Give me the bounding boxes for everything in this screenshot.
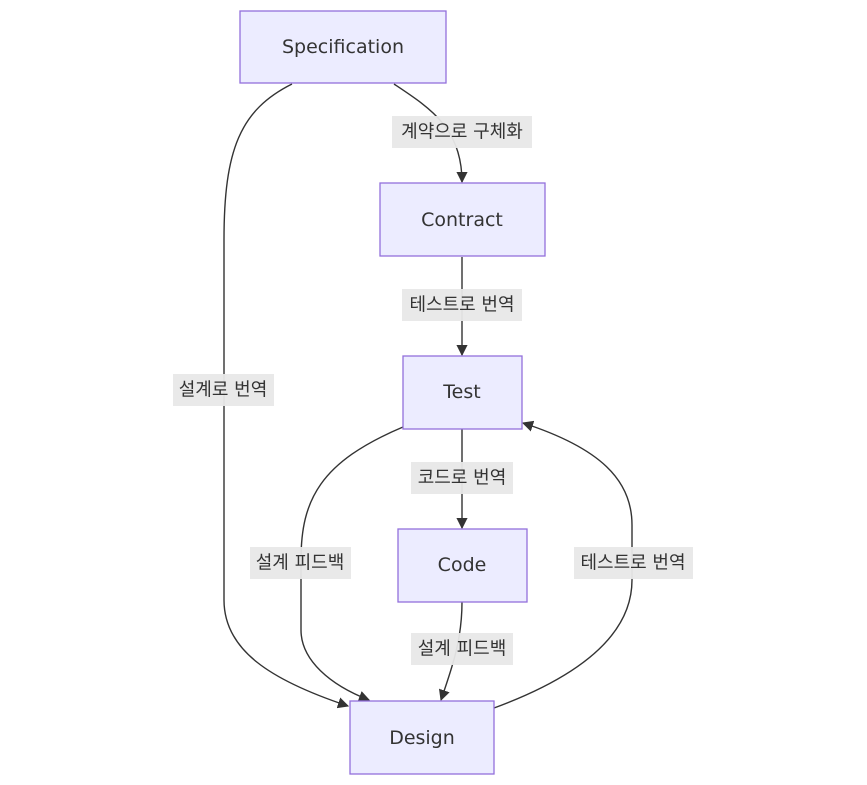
node-test: Test — [402, 355, 523, 430]
edge-label-spec-to-contract: 계약으로 구체화 — [392, 116, 532, 148]
edge-label-design-to-test: 테스트로 번역 — [574, 547, 693, 579]
edge-label-test-to-code: 코드로 번역 — [411, 462, 513, 494]
svg-text:설계로 번역: 설계로 번역 — [179, 380, 268, 401]
svg-text:Contract: Contract — [421, 209, 503, 231]
edge-label-spec-to-design: 설계로 번역 — [173, 374, 274, 406]
node-specification: Specification — [239, 10, 447, 84]
svg-text:Specification: Specification — [282, 36, 404, 58]
edge-label-test-to-design: 설계 피드백 — [250, 547, 351, 579]
edge-spec-to-design — [223, 83, 350, 709]
edge-design-to-test — [493, 420, 633, 709]
node-design: Design — [349, 700, 495, 775]
svg-text:설계 피드백: 설계 피드백 — [418, 639, 507, 660]
node-code: Code — [397, 528, 528, 603]
svg-text:Test: Test — [442, 381, 480, 403]
svg-text:코드로 번역: 코드로 번역 — [418, 468, 507, 489]
svg-text:테스트로 번역: 테스트로 번역 — [580, 553, 685, 574]
svg-text:테스트로 번역: 테스트로 번역 — [409, 295, 514, 316]
node-contract: Contract — [379, 182, 546, 257]
svg-text:설계 피드백: 설계 피드백 — [256, 553, 345, 574]
svg-text:Code: Code — [438, 554, 487, 576]
svg-text:Design: Design — [389, 727, 455, 749]
svg-text:계약으로 구체화: 계약으로 구체화 — [401, 122, 523, 143]
edge-label-code-to-design: 설계 피드백 — [411, 633, 513, 665]
edge-label-contract-to-test: 테스트로 번역 — [402, 289, 522, 321]
